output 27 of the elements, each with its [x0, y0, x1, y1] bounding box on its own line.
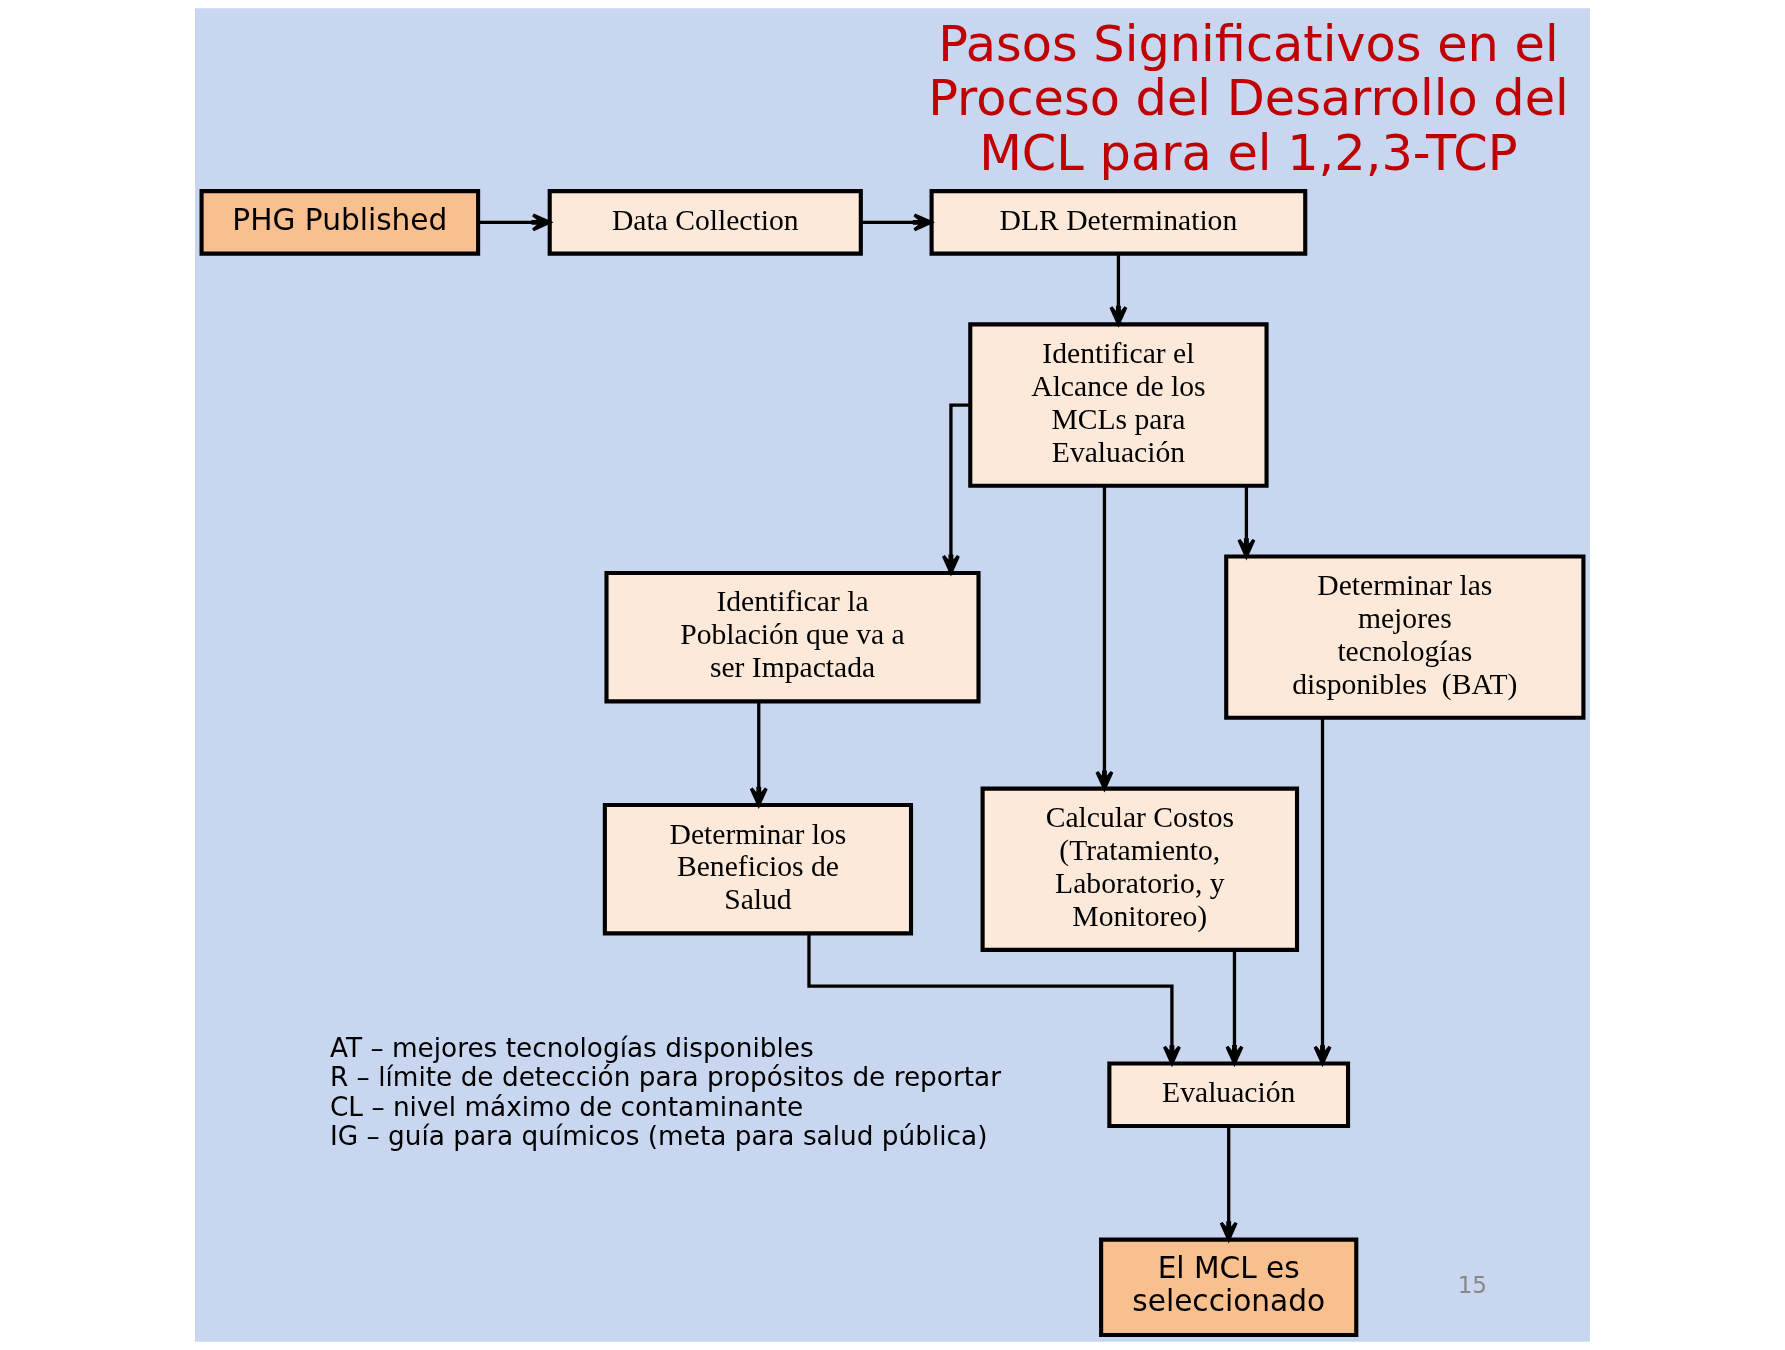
arrow	[1109, 253, 1128, 326]
node-box: Determinar las mejores tecnologías disponibles (BAT)	[1224, 554, 1586, 720]
arrow	[749, 701, 768, 807]
arrow	[1313, 717, 1332, 1065]
node-box: Calcular Costos (Tratamiento, Laboratorio, y Monitoreo)	[980, 786, 1300, 952]
node-box: Determinar los Beneficios de Salud	[602, 803, 914, 936]
node-box: DLR Determination	[929, 189, 1308, 256]
diagram-title: Pasos Significativos en el Proceso del Desarrollo del MCL para el 1,2,3-TCP	[928, 15, 1569, 182]
label: IG – guía para químicos (meta para salud pública)	[329, 1121, 988, 1152]
arrow	[1219, 1126, 1238, 1241]
node-box: Data Collection	[547, 189, 863, 256]
arrow	[1225, 950, 1244, 1065]
arrow	[1237, 486, 1256, 559]
arrow	[807, 933, 1181, 1065]
label: CL – nivel máximo de contaminante	[329, 1091, 804, 1122]
node-box: El MCL es seleccionado	[1099, 1237, 1359, 1338]
arrow	[478, 213, 552, 232]
label: AT – mejores tecnologías disponibles	[329, 1032, 814, 1063]
arrow	[860, 213, 933, 232]
arrow	[941, 403, 971, 575]
node-box: PHG Published	[199, 189, 481, 256]
node-box: Identificar el Alcance de los MCLs para Evaluación	[968, 322, 1269, 488]
node-box: Identificar la Población que va a ser Impactada	[604, 570, 981, 704]
label: R – límite de detección para propósitos de reportar	[329, 1062, 1002, 1093]
label: 15	[1457, 1272, 1487, 1299]
arrow	[1095, 485, 1114, 791]
node-box: Evaluación	[1107, 1061, 1351, 1129]
